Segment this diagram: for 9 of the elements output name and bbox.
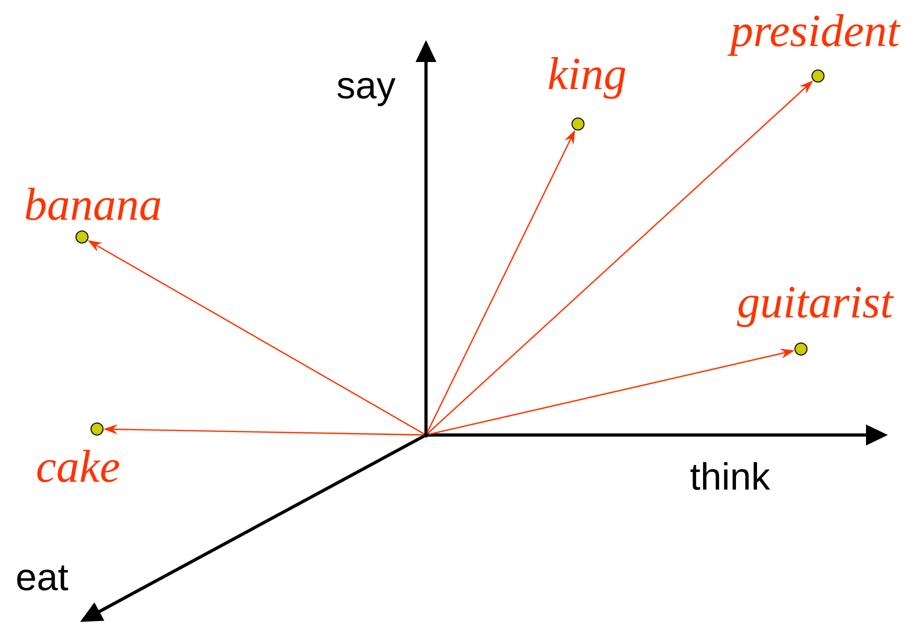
word-label: banana <box>26 188 160 220</box>
axis-label: say <box>338 78 396 106</box>
axis-label: think <box>690 462 770 490</box>
word-label: president <box>728 14 901 56</box>
word-label: king <box>548 57 626 99</box>
origin-point <box>424 432 428 438</box>
word-label: cake <box>37 450 120 482</box>
axis-label: eat <box>17 566 68 590</box>
word-label: guitarist <box>737 286 894 328</box>
